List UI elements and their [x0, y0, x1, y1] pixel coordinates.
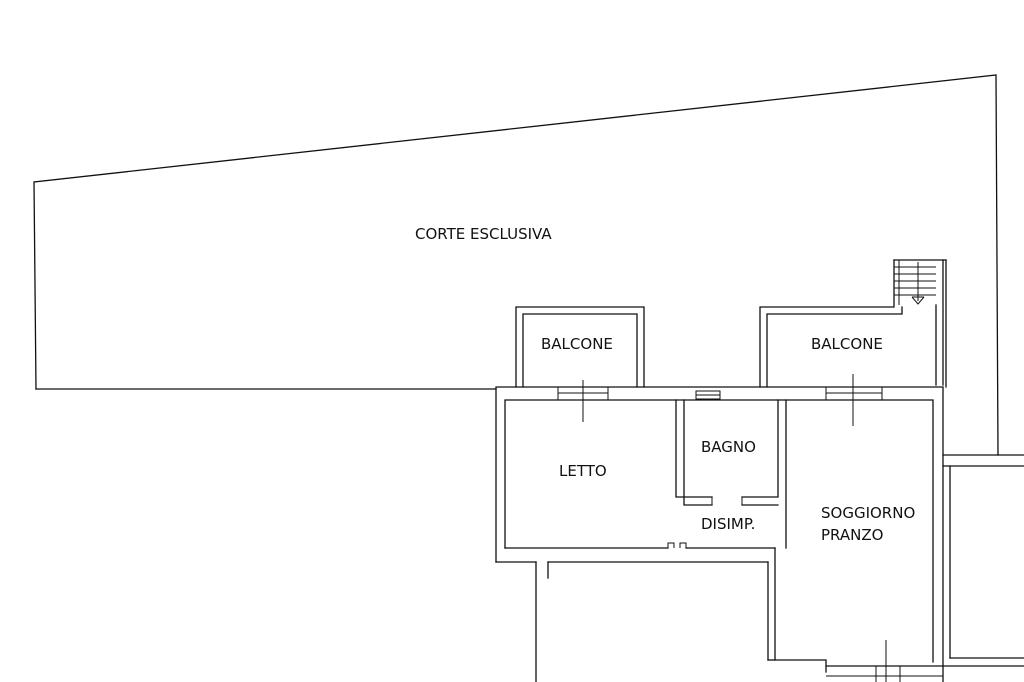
label-bagno: BAGNO	[701, 438, 756, 456]
window-bagno	[695, 390, 721, 400]
label-balcone-right: BALCONE	[811, 335, 883, 353]
label-pranzo: PRANZO	[821, 526, 883, 544]
outer-walls	[495, 386, 944, 682]
corte-esclusiva-area	[33, 74, 999, 456]
adjacent-building	[942, 454, 1024, 667]
label-disimpegno: DISIMP.	[701, 515, 755, 533]
staircase	[893, 259, 947, 388]
label-balcone-left: BALCONE	[541, 335, 613, 353]
balcone-right-area	[759, 259, 944, 388]
balcone-left-area	[515, 306, 645, 388]
window-letto	[557, 380, 609, 422]
label-corte-esclusiva: CORTE ESCLUSIVA	[415, 225, 552, 243]
label-letto: LETTO	[559, 462, 607, 480]
internal-walls	[675, 399, 787, 549]
label-soggiorno: SOGGIORNO	[821, 504, 915, 522]
window-soggiorno	[825, 374, 883, 426]
entrance-door	[826, 640, 943, 682]
